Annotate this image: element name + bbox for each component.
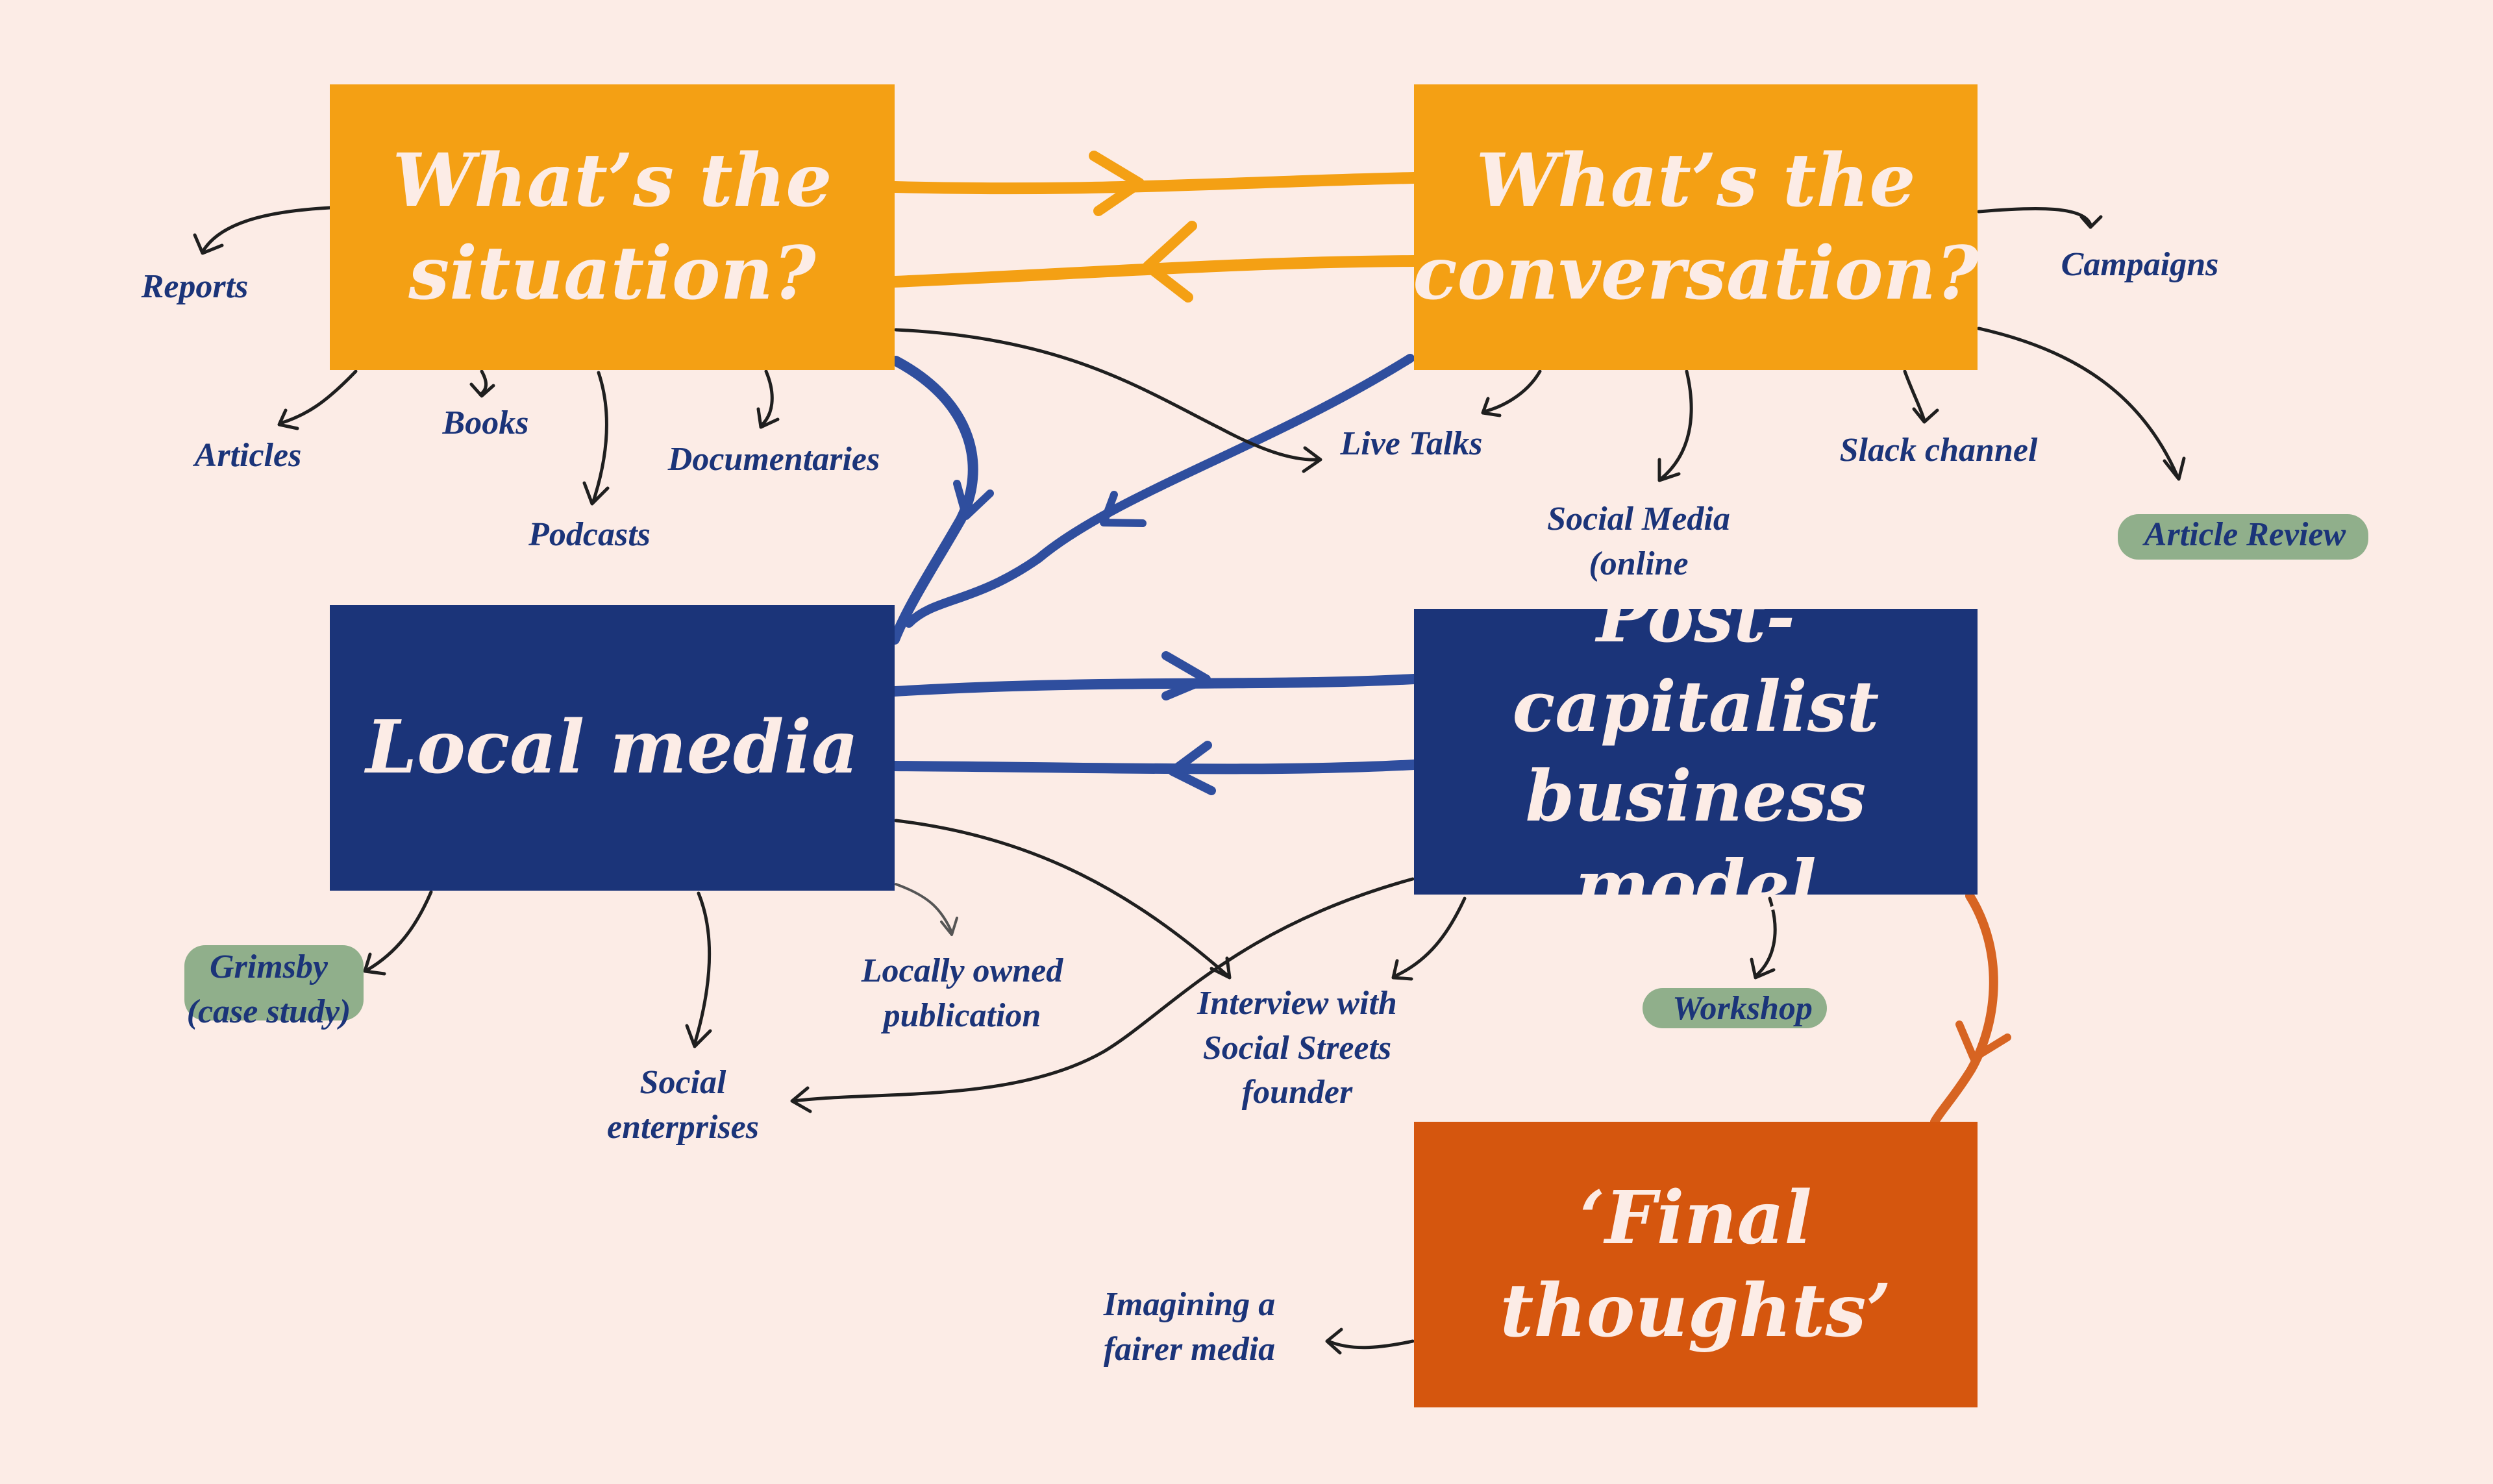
highlight-grimsby [184, 945, 364, 1020]
label-books: Books [442, 404, 529, 441]
box-situation: What’s the situation? [330, 84, 895, 370]
connector-podcasts [591, 371, 608, 503]
label-slack-channel: Slack channel [1839, 432, 2038, 469]
label-podcasts: Podcasts [528, 516, 651, 553]
arrowhead-books [469, 382, 495, 398]
label-social-media: Social Media (online [1547, 501, 1730, 582]
arrowhead-imagining [1325, 1328, 1343, 1355]
label-imagining: Imagining a fairer media [1103, 1286, 1276, 1368]
connector-articles [279, 369, 358, 425]
arrowhead-business-to-final [1955, 1020, 2011, 1062]
label-article-review: Article Review [2144, 516, 2346, 553]
arrow-business-to-localmedia [889, 760, 1419, 774]
connector-localmedia-interview [894, 819, 1229, 977]
arrowhead-locallyowned [940, 917, 958, 936]
arrowhead-livetalks [1481, 397, 1502, 417]
arrowhead-slack [1912, 407, 1939, 424]
arrowhead-reports [193, 233, 224, 255]
highlight-workshop [1643, 988, 1827, 1028]
arrow-localmedia-to-business [889, 674, 1419, 697]
arrowhead-grimsby [363, 952, 386, 976]
box-business-model: Post-capitalist business model [1414, 576, 1978, 927]
arrowhead-articles [277, 408, 299, 430]
arrowhead-situation-livetalks [1302, 446, 1322, 473]
arrowhead-socialmedia [1657, 458, 1681, 482]
box-conversation: What’s the conversation? [1413, 84, 1979, 370]
connector-business-socialenterprises [791, 877, 1415, 1103]
label-interview: Interview with Social Streets founder [1197, 985, 1397, 1111]
connector-imagining [1326, 1339, 1415, 1350]
connector-socialenterprises [693, 891, 712, 1046]
label-reports: Reports [141, 268, 249, 305]
arrowhead-business-socialenterprises [790, 1086, 812, 1113]
connector-books [478, 369, 488, 397]
label-campaigns: Campaigns [2061, 246, 2219, 283]
arrow-conversation-to-localmedia [904, 354, 1415, 628]
connector-locallyowned [895, 883, 953, 934]
arrow-conversation-to-situation [889, 255, 1420, 288]
arrowhead-localmedia-interview [1209, 956, 1232, 980]
arrowhead-business-interview [1391, 959, 1413, 981]
connector-articlereview [1977, 327, 2179, 478]
arrowhead-podcasts [582, 481, 610, 506]
arrowhead-situation-to-conversation [1089, 151, 1145, 216]
connector-workshop [1755, 897, 1777, 977]
highlight-article-review [2118, 514, 2368, 560]
connector-campaigns [1977, 206, 2092, 227]
connector-situation-livetalks [894, 328, 1320, 462]
box-final-thoughts: ‘Final thoughts’ [1414, 1122, 1978, 1407]
arrow-situation-to-conversation [889, 172, 1420, 195]
connector-socialmedia [1659, 369, 1693, 481]
arrowhead-localmedia-to-business [1161, 651, 1211, 700]
connector-livetalks [1482, 369, 1542, 414]
connector-documentaries [759, 369, 774, 428]
box-local-media: Local media [330, 605, 895, 891]
arrowhead-situation-to-localmedia [953, 480, 994, 520]
connector-slack [1903, 369, 1926, 423]
connector-business-interview [1393, 897, 1467, 978]
arrowhead-articlereview [2163, 456, 2186, 481]
arrowhead-socialenterprises [685, 1024, 712, 1048]
arrowhead-documentaries [756, 407, 780, 429]
arrowhead-business-to-localmedia [1168, 741, 1216, 795]
label-documentaries: Documentaries [667, 441, 880, 478]
arrowhead-conversation-to-localmedia [1100, 491, 1147, 527]
connector-reports [201, 206, 332, 254]
connector-grimsby [366, 890, 433, 972]
arrow-business-to-final [1930, 891, 1998, 1126]
label-social-enterprises: Social enterprises [607, 1064, 759, 1146]
arrowhead-workshop [1750, 958, 1776, 980]
label-workshop: Workshop [1672, 990, 1813, 1027]
arrowhead-conversation-to-situation [1143, 221, 1197, 303]
label-locally-owned: Locally owned publication [861, 952, 1063, 1034]
label-articles: Articles [194, 437, 302, 474]
label-grimsby: Grimsby (case study) [186, 948, 351, 1030]
label-live-talks: Live Talks [1340, 425, 1483, 462]
arrowhead-campaigns [2079, 215, 2103, 229]
